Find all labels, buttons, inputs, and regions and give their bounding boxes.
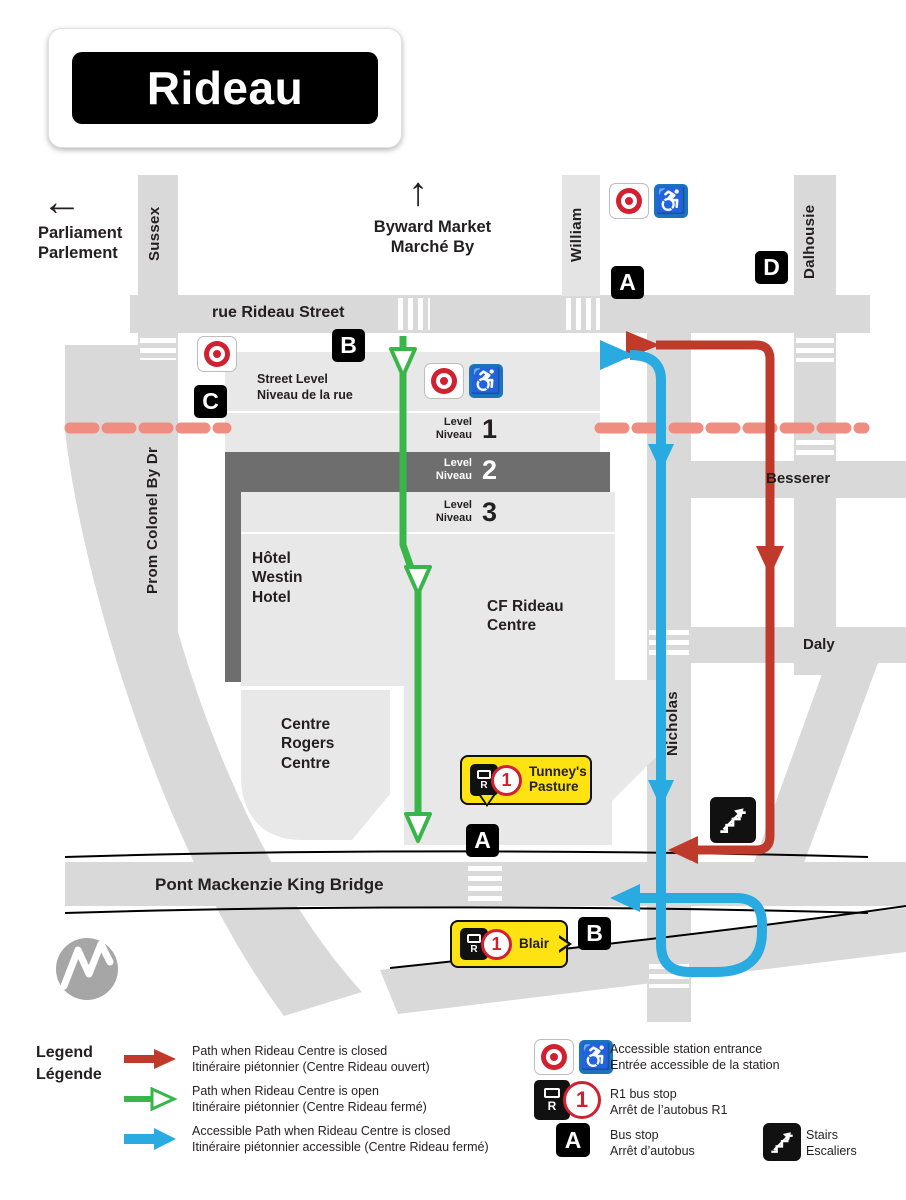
bus-icon (467, 933, 481, 943)
bus-icon (544, 1088, 560, 1098)
blue-arrowhead-mid2 (648, 780, 674, 808)
station-entrance-c (197, 336, 237, 372)
bus-stop-b-bridge: B (578, 917, 611, 950)
legend-r1-icon: R 1 (534, 1080, 601, 1120)
street-label-colonel-by: Prom Colonel By Dr (144, 446, 161, 595)
building-rogers-centre (241, 690, 390, 840)
street-right-diagonal (752, 663, 878, 868)
blue-arrowhead-mid1 (648, 444, 674, 472)
wheelchair-icon: ♿ (579, 1040, 613, 1074)
otrain-entrance-icon (609, 183, 649, 219)
badge-label: Blair (519, 935, 550, 951)
legend-blue-arrow-icon (122, 1126, 178, 1152)
street-label-daly: Daly (803, 636, 835, 653)
route-1-icon: 1 (481, 928, 512, 960)
blue-arrowhead-end (610, 884, 640, 912)
street-label-dalhousie: Dalhousie (801, 204, 818, 280)
r1-bus-stop-icon: R 1 (460, 928, 512, 960)
legend-accessible-entrance-icons: ♿ (534, 1039, 613, 1075)
blair-badge: R 1 Blair (450, 920, 572, 968)
route-1-icon: 1 (491, 764, 522, 796)
street-label-william: William (568, 207, 585, 263)
arrow-up-icon: ↑ (408, 170, 428, 214)
building-rideau-centre-top (225, 352, 600, 452)
street-label-mackenzie-king: Pont Mackenzie King Bridge (155, 875, 384, 894)
red-arrowhead-end (668, 836, 698, 864)
building-dark-strip (225, 492, 241, 682)
street-colonelby-diagonal (65, 345, 362, 1016)
route-1-icon: 1 (563, 1081, 601, 1119)
legend-red-arrow-icon (122, 1046, 178, 1072)
direction-byward-market: Byward Market Marché By (373, 218, 492, 256)
building-level2-slab (225, 452, 610, 492)
station-entrance-william: ♿ (609, 183, 688, 219)
bus-icon (477, 769, 491, 779)
bus-stop-d-dalhousie: D (755, 251, 788, 284)
arrow-left-icon: ← (42, 180, 82, 224)
station-sign-plate: Rideau (72, 52, 378, 124)
street-level-label: Street Level Niveau de la rue (257, 372, 353, 402)
path-accessible-blue (629, 350, 767, 977)
legend-stairs-icon (763, 1123, 801, 1161)
bridge-lower-edge (64, 906, 869, 914)
green-arrowhead-top (389, 347, 417, 378)
legend-bus-stop-icon: A (556, 1123, 590, 1157)
bus-stop-a-mall: A (466, 824, 499, 857)
stairs-icon (710, 797, 756, 843)
otrain-entrance-icon (197, 336, 237, 372)
legend-green-arrow-icon (122, 1086, 178, 1112)
station-name: Rideau (146, 62, 304, 114)
otrain-entrance-icon (424, 363, 464, 399)
green-arrowhead-mid (404, 565, 432, 596)
r1-bus-stop-icon: R 1 (470, 764, 522, 796)
street-daly (688, 627, 906, 663)
green-arrowhead-bottom (404, 812, 432, 843)
wheelchair-icon: ♿ (654, 184, 688, 218)
street-label-sussex: Sussex (146, 206, 163, 262)
legend-path-accessible: Accessible Path when Rideau Centre is cl… (192, 1124, 489, 1154)
street-label-nicholas: Nicholas (664, 691, 681, 757)
bus-stop-a-william: A (611, 266, 644, 299)
red-arrowhead-mid (756, 546, 784, 576)
street-lower-road (380, 908, 906, 1014)
street-label-rideau: rue Rideau Street (212, 304, 345, 321)
bus-stop-b-rideau: B (332, 329, 365, 362)
otrain-entrance-icon (534, 1039, 574, 1075)
street-besserer (678, 461, 906, 498)
street-rideau (130, 295, 870, 333)
path-closed-red (656, 340, 775, 855)
wheelchair-icon: ♿ (469, 364, 503, 398)
octranspo-logo (56, 938, 118, 1000)
bus-stop-c-rideau: C (194, 385, 227, 418)
street-label-besserer: Besserer (766, 470, 831, 487)
street-william (562, 175, 600, 296)
station-entrance-mall: ♿ (424, 363, 503, 399)
station-sign: Rideau (48, 28, 402, 148)
direction-parliament: Parliament Parlement (38, 224, 123, 262)
blue-arrowhead-start (600, 340, 634, 370)
